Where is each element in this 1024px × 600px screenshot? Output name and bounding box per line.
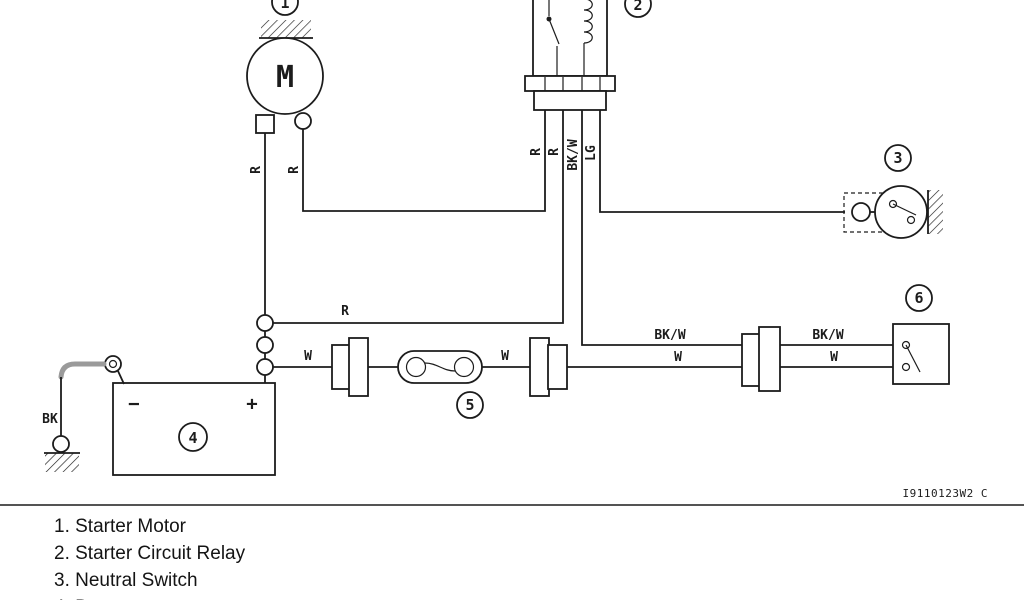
label-relay-pin-4: LG: [584, 145, 599, 161]
relay-pins: [544, 77, 601, 91]
legend-item-starter-motor: 1. Starter Motor: [54, 516, 186, 537]
callout-4: 4: [178, 422, 208, 452]
battery-minus-sign: −: [128, 393, 139, 415]
starter-circuit-diagram: M: [0, 0, 1024, 506]
label-battery-ground: BK: [42, 412, 58, 427]
label-relay-pin-1: R: [529, 148, 544, 156]
relay-housing: [532, 0, 608, 77]
label-motor-left: R: [249, 166, 264, 174]
battery-minus-lead: [117, 370, 125, 385]
motor-terminal-square: [255, 114, 275, 134]
battery-ground-hatch-icon: [45, 453, 79, 472]
main-fuse: [397, 350, 483, 384]
fuse-element-icon: [424, 362, 456, 372]
neutral-switch-terminal: [851, 202, 871, 222]
motor-body: [246, 37, 324, 115]
label-w-left: W: [674, 350, 682, 365]
connector-2: [529, 337, 568, 397]
battery-ring-terminal-hole: [108, 359, 118, 369]
callout-1: 1: [271, 0, 299, 16]
label-bkw-left: BK/W: [654, 328, 685, 343]
starter-circuit-relay: [524, 0, 616, 111]
relay-connector-body: [533, 90, 607, 111]
label-relay-pin-3: BK/W: [566, 139, 581, 170]
callout-5-number: 5: [465, 396, 474, 414]
wire-relay-to-battery: [273, 110, 564, 324]
neutral-switch: [843, 185, 943, 239]
battery-ground: [44, 361, 107, 472]
switch-box-body: [892, 323, 950, 385]
connector-3: [741, 326, 781, 392]
label-w-1: W: [304, 349, 312, 364]
callout-1-number: 1: [280, 0, 289, 12]
connector-1: [331, 337, 369, 397]
neutral-switch-ground-hatch-icon: [928, 190, 943, 234]
legend-item-neutral-switch: 3. Neutral Switch: [54, 570, 198, 591]
callout-6: 6: [905, 284, 933, 312]
callout-3-number: 3: [893, 149, 902, 167]
wire-labels: R R R R BK/W LG R W W BK/W W BK/W W BK: [42, 139, 844, 427]
starter-motor: M: [246, 20, 324, 134]
wires: [264, 110, 893, 383]
fuse-contact-right: [453, 356, 475, 378]
label-w-right: W: [830, 350, 838, 365]
frame-ground-hatch-icon: [261, 20, 311, 38]
callout-3: 3: [884, 144, 912, 172]
switch-box: [892, 323, 950, 385]
relay-switch-icon: [546, 0, 560, 76]
legend: 1. Starter Motor 2. Starter Circuit Rela…: [0, 506, 1024, 600]
callout-2-number: 2: [633, 0, 642, 14]
callout-5: 5: [456, 391, 484, 419]
battery-plus-sign: +: [246, 393, 257, 415]
switch-contact-icon: [901, 340, 921, 373]
wire-lg-to-neutral-switch: [599, 110, 845, 213]
callout-4-number: 4: [188, 429, 197, 447]
relay-coil-icon: [583, 0, 593, 76]
fuse-contact-left: [405, 356, 427, 378]
label-bkw-right: BK/W: [812, 328, 843, 343]
neutral-switch-body: [874, 185, 928, 239]
callout-2: 2: [624, 0, 652, 18]
battery-ground-gray-wire: [58, 361, 107, 380]
legend-item-battery: 4. Battery: [54, 594, 1024, 600]
battery-junction-ring-2: [256, 336, 274, 354]
battery-junction-ring-1: [256, 314, 274, 332]
part-code: I9110123W2 C: [903, 487, 988, 500]
motor-terminal-round: [294, 112, 312, 130]
label-motor-right: R: [287, 166, 302, 174]
neutral-switch-contact-icon: [888, 199, 917, 225]
wire-bkw-left: [581, 110, 742, 346]
label-relay-pin-2: R: [547, 148, 562, 156]
wire-motor-to-relay: [302, 110, 546, 212]
battery-junction-ring-3: [256, 358, 274, 376]
motor-label: M: [276, 60, 294, 95]
legend-item-starter-circuit-relay: 2. Starter Circuit Relay: [54, 543, 246, 564]
label-r-horizontal: R: [341, 304, 349, 319]
callout-6-number: 6: [914, 289, 923, 307]
label-w-2: W: [501, 349, 509, 364]
relay-connector-flange: [524, 75, 616, 92]
battery-ground-terminal: [52, 435, 70, 453]
battery-ring-terminal: [104, 355, 122, 373]
